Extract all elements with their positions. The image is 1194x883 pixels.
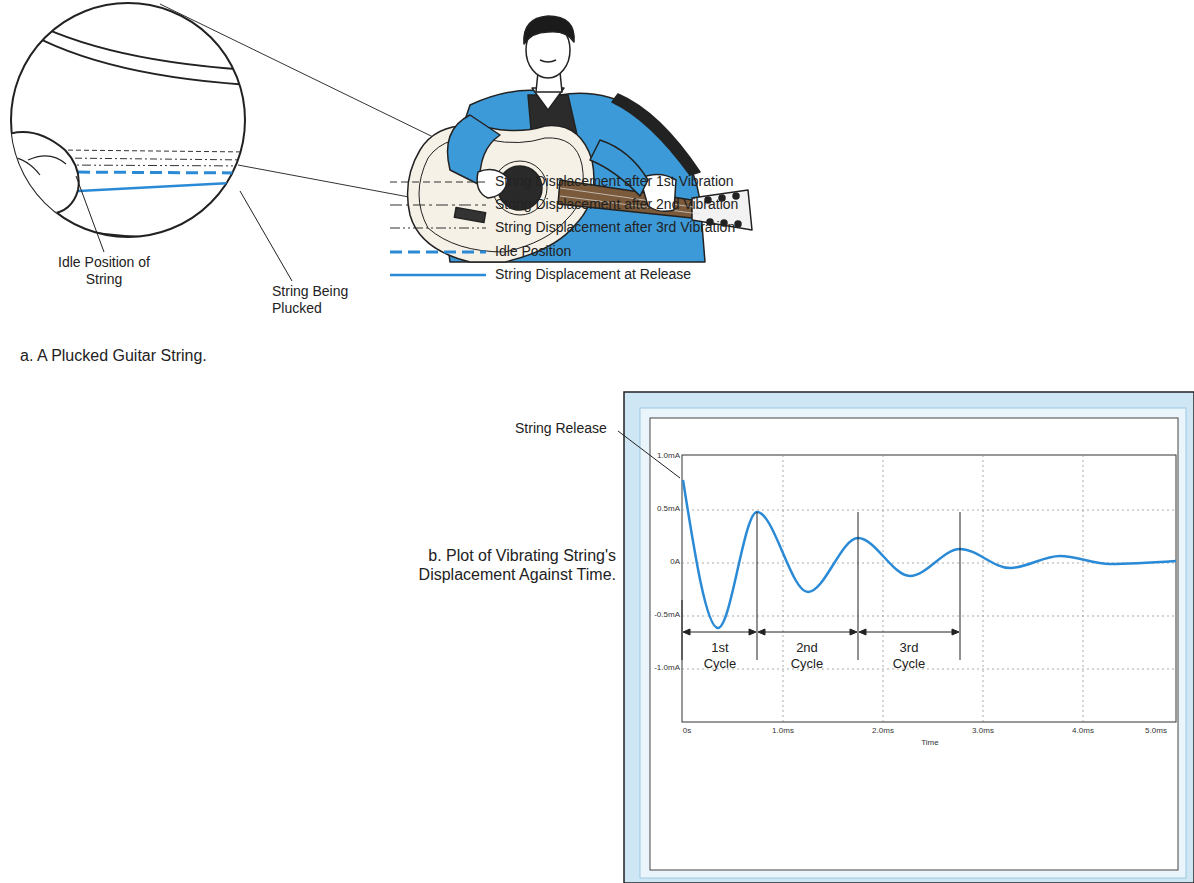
plot-panel-part: [618, 431, 680, 478]
guitar-player-part: [735, 221, 741, 227]
guitar-player-part: [454, 207, 485, 222]
plot-panel-part-part: [858, 512, 859, 660]
plot-panel-part: [624, 392, 1194, 883]
guitar-player-part: [524, 16, 574, 44]
axis-tick: 0A: [650, 557, 680, 567]
magnified-inset-part-part: [60, 158, 250, 160]
legend-line: [390, 181, 486, 182]
cycle-label: 2nd Cycle: [783, 640, 831, 671]
plot-panel-part-part: [682, 510, 1176, 511]
legend-sample: [388, 268, 488, 282]
axis-tick: 0s: [672, 726, 702, 736]
plot-panel-part: [682, 512, 960, 660]
plot-panel-part: [640, 408, 1186, 878]
plot-panel-part-part: [983, 455, 984, 722]
plot-panel-part-part: [682, 600, 683, 660]
cycle-label: 3rd Cycle: [885, 640, 933, 671]
figure-caption: a. A Plucked Guitar String.: [20, 346, 340, 365]
legend-line: [390, 251, 486, 254]
plot-panel-part-part: [1083, 455, 1084, 722]
magnified-inset-part-part: [60, 150, 250, 152]
cycle-label: 1st Cycle: [696, 640, 744, 671]
magnified-inset-part-part: [0, 157, 40, 175]
legend-text: String Displacement after 1st Vibration: [495, 173, 734, 190]
axis-tick: -1.0mA: [650, 663, 680, 673]
legend-text: String Displacement at Release: [495, 266, 691, 283]
magnified-inset-part-part: [0, 132, 79, 214]
magnified-inset-part-part: [10, 228, 250, 250]
legend-line: [390, 204, 486, 205]
plot-panel-part-part: [758, 629, 857, 635]
plot-panel-part-part: [757, 512, 758, 660]
legend-sample: [388, 198, 488, 212]
magnified-inset-part-part: [60, 165, 250, 166]
magnified-inset-part-part: [10, 215, 250, 237]
legend-line: [390, 227, 486, 228]
magnified-inset-part: [0, 10, 250, 250]
legend-text: String Displacement after 3rd Vibration: [495, 219, 735, 236]
legend-sample: [388, 221, 488, 235]
magnified-inset: [0, 3, 292, 281]
guitar-player: [408, 16, 752, 262]
plot-panel-part-part: [686, 632, 753, 633]
legend-line: [390, 274, 486, 277]
legend-text: String Displacement after 2nd Vibration: [495, 196, 738, 213]
plot-panel-part-part: [883, 455, 884, 722]
part-label: String Being Plucked: [272, 283, 368, 317]
magnified-inset-part: [76, 176, 104, 252]
axis-tick: 0.5mA: [650, 504, 680, 514]
magnified-inset-part-part: [10, 22, 250, 85]
plot-panel-part-part: [859, 629, 959, 635]
legend-sample: [388, 175, 488, 189]
axis-tick: 5.0ms: [1138, 726, 1174, 736]
magnified-inset-part-part: [10, 10, 250, 70]
plot-panel-part-part: [683, 629, 756, 635]
axis-tick: 2.0ms: [865, 726, 901, 736]
figure-caption: b. Plot of Vibrating String's Displaceme…: [350, 546, 616, 584]
axis-tick: 3.0ms: [965, 726, 1001, 736]
plot-panel-part: [682, 455, 1176, 722]
plot-panel-part-part: [960, 512, 961, 660]
magnified-inset-part-part: [60, 172, 250, 173]
axis-title: Time: [910, 738, 950, 748]
axis-tick: 1.0mA: [650, 451, 680, 461]
magnified-inset-part-part: [28, 156, 66, 164]
axis-tick: 1.0ms: [765, 726, 801, 736]
plot-panel-part: [682, 455, 1176, 722]
legend-text: Idle Position: [495, 243, 571, 260]
axis-tick: -0.5mA: [650, 610, 680, 620]
plot-panel-part: [650, 418, 1178, 870]
part-label: Idle Position of String: [52, 254, 156, 288]
magnified-inset-part: [240, 191, 292, 281]
plot-panel-part-part: [682, 669, 1176, 670]
plot-panel: [618, 392, 1194, 883]
plot-panel-part-part: [862, 632, 956, 633]
plot-panel-part-part: [761, 632, 854, 633]
guitar-player-part: [540, 60, 556, 62]
plot-panel-part-part: [783, 455, 784, 722]
axis-tick: 4.0ms: [1065, 726, 1101, 736]
plot-panel-part-part: [682, 616, 1176, 617]
legend-sample: [388, 245, 488, 259]
callout-label: String Release: [515, 420, 625, 437]
magnified-inset-part-part: [60, 182, 250, 192]
